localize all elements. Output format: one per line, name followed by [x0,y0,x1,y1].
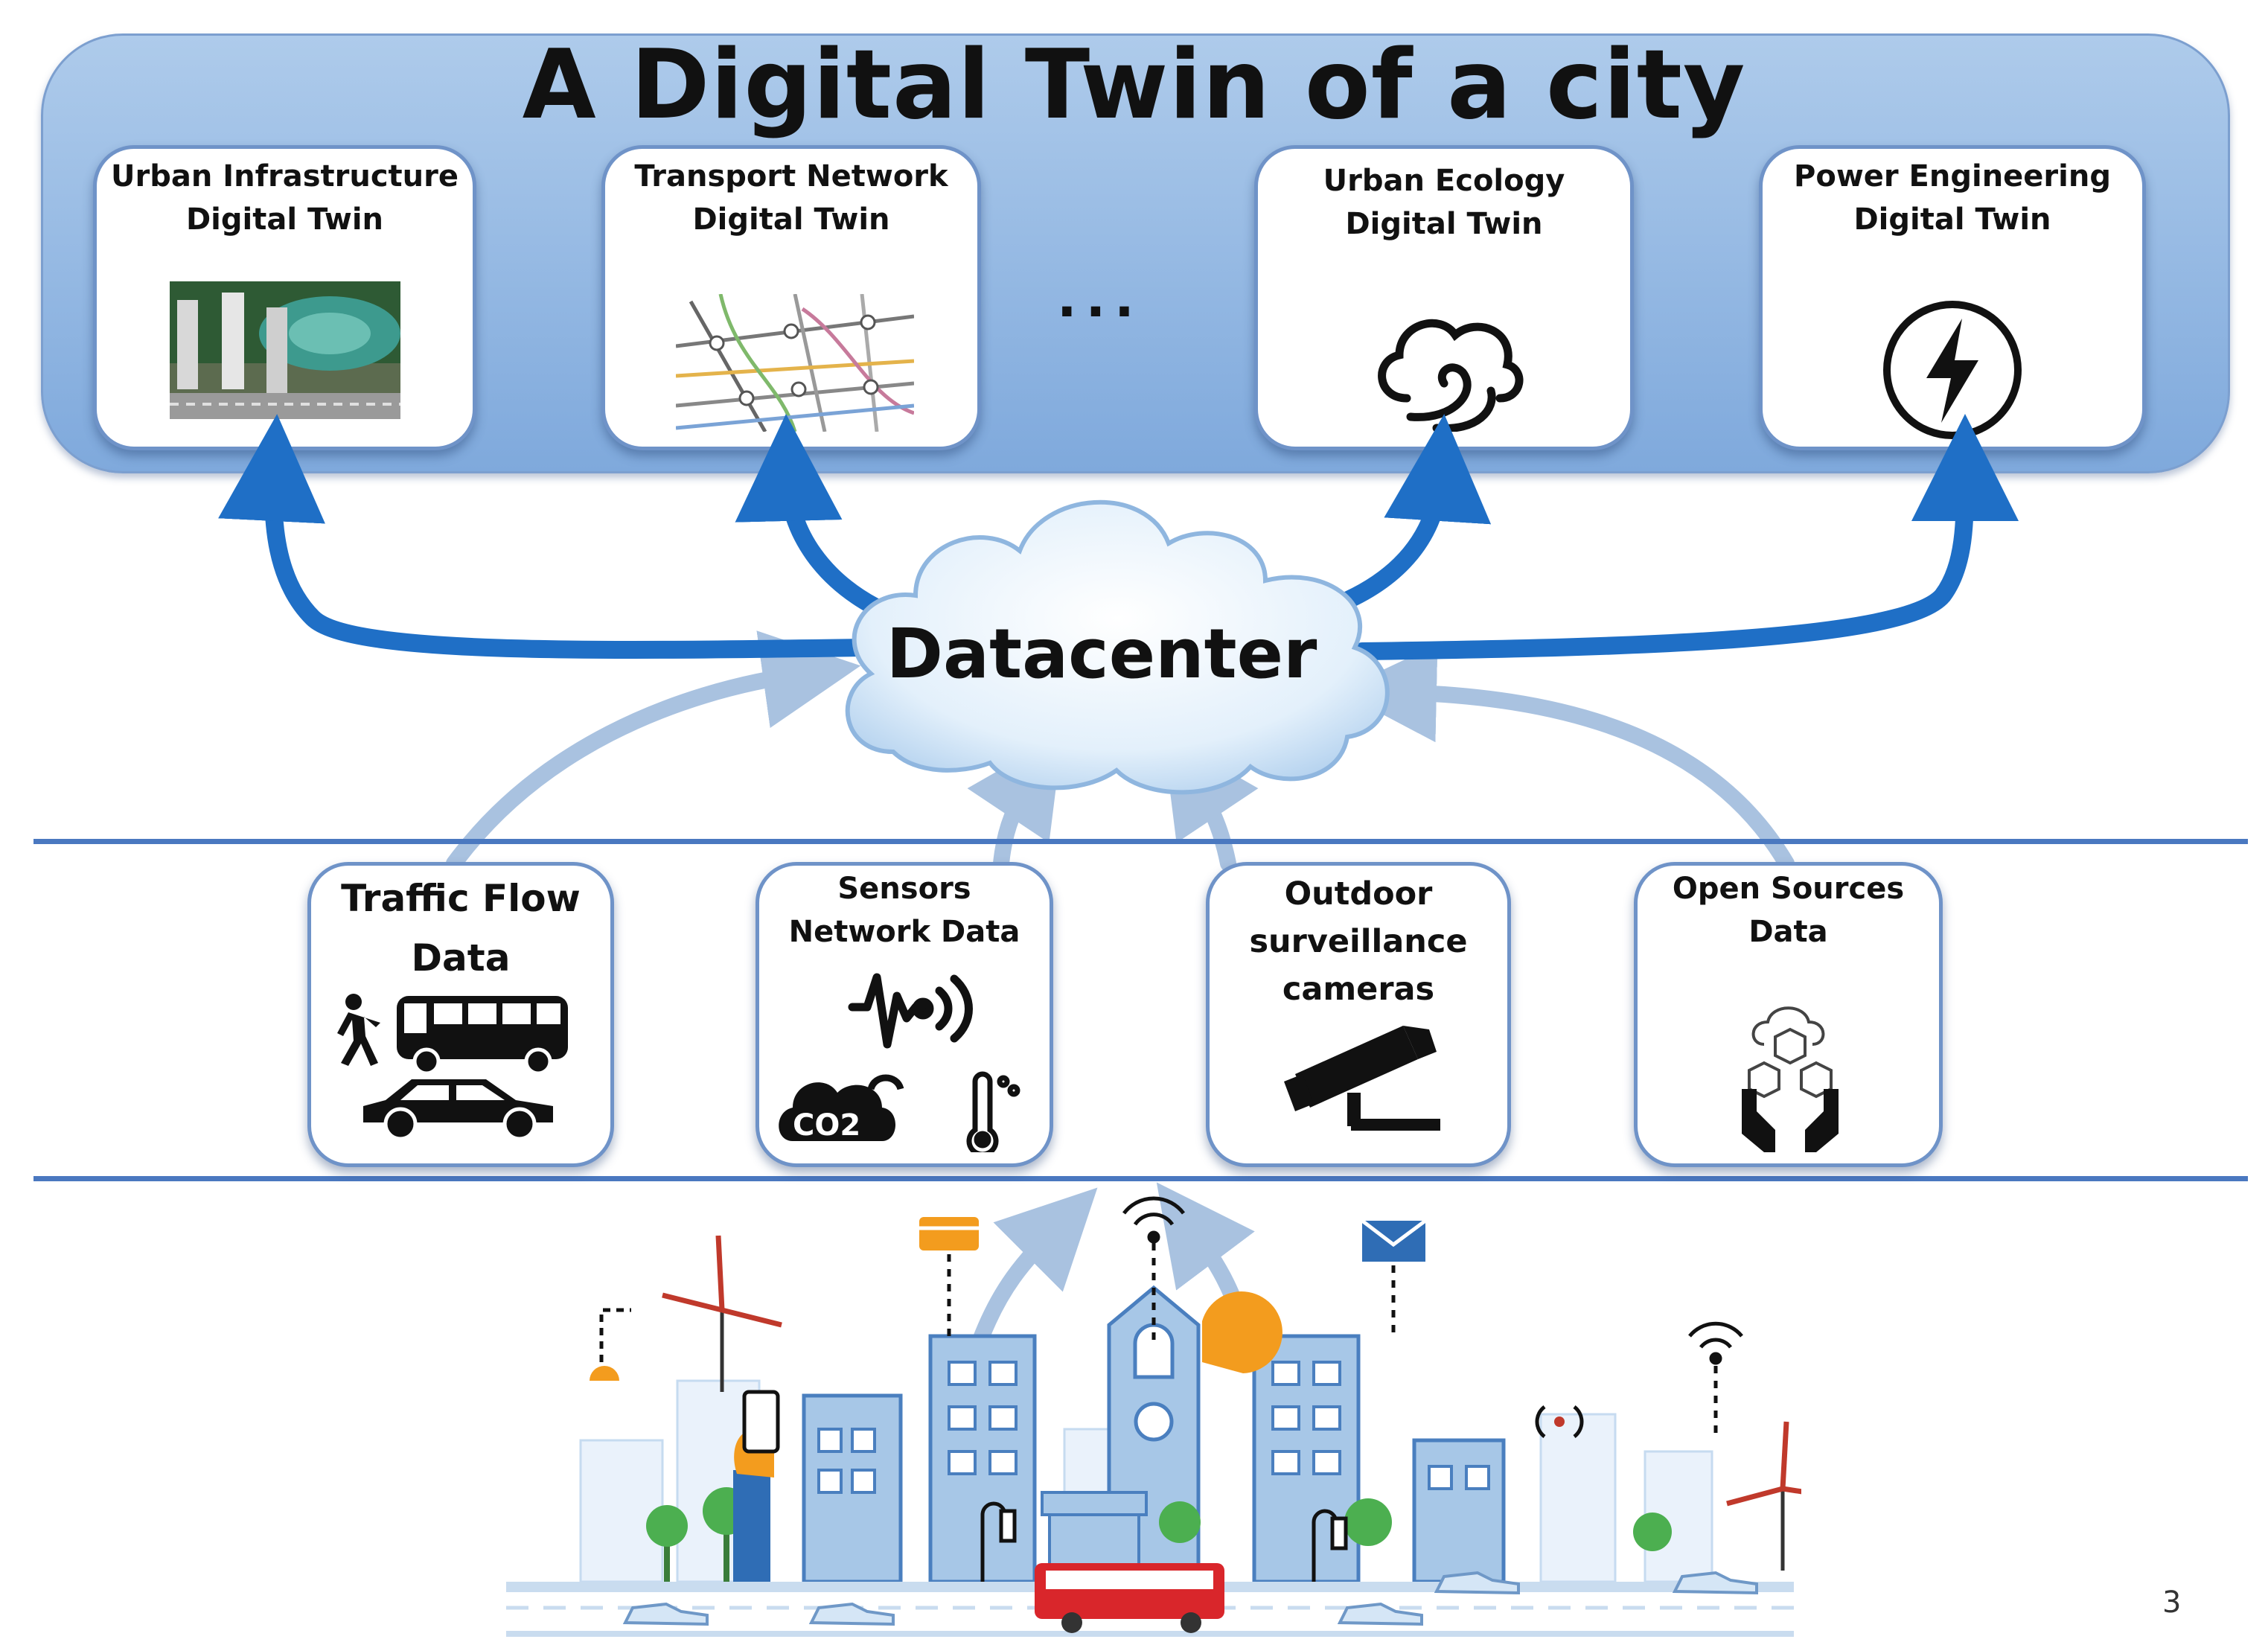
sun-icon [1202,1291,1282,1373]
urban-ecology-twin-box: Urban Ecology Digital Twin [1254,145,1634,450]
source-title: Traffic Flow Data [341,877,581,980]
traffic-flow-data-box: Traffic Flow Data [307,862,614,1167]
co2-label: CO2 [793,1108,860,1143]
mail-icon [1361,1218,1427,1336]
more-twins-ellipsis: ... [1057,268,1143,329]
building-windows [817,1361,1490,1494]
arrow-traffic-to-datacenter [446,630,861,872]
source-title: Sensors Network Data [788,872,1020,949]
upper-separator-line [33,839,2248,844]
trees [646,1487,1672,1585]
arrow-cameras-to-datacenter [1163,733,1259,872]
road-cars [622,1571,1758,1626]
credit-card-icon [919,1217,979,1336]
arrow-sensors-to-datacenter [967,733,1063,872]
arrow-open-sources-to-datacenter [1338,644,1795,872]
wifi-icons [1122,1196,1743,1440]
diagram-title: A Digital Twin of a city [522,30,1746,141]
signal-pulse-icon [848,973,973,1049]
red-bus-icon [1035,1563,1224,1633]
wind-turbine-icon-left [662,1235,782,1392]
twin-title: Urban Ecology Digital Twin [1323,164,1565,241]
smart-city-illustration [506,1196,1801,1637]
arrow-datacenter-to-transport [735,414,884,616]
surveillance-camera-icon [1284,1026,1440,1131]
traffic-lights [980,1501,1348,1585]
arrow-datacenter-to-power [1353,414,2019,660]
lower-separator-line [33,1176,2248,1181]
transport-network-twin-box: Transport Network Digital Twin [601,145,981,450]
traffic-icons [337,994,568,1141]
arrow-datacenter-to-infrastructure [218,414,872,659]
power-engineering-twin-box: Power Engineering Digital Twin [1759,145,2146,450]
source-title: Outdoor surveillance cameras [1249,875,1468,1008]
co2-cloud-icon: CO2 [779,1074,904,1143]
twin-title: Urban Infrastructure Digital Twin [110,159,459,237]
sensor-icons: CO2 [779,973,1020,1152]
car-icon [363,1079,553,1141]
page-number: 3 [2162,1585,2182,1620]
datacenter-cloud [845,499,1390,795]
hand-phone-icon [733,1390,780,1582]
shop-icon [1041,1491,1148,1583]
outdoor-surveillance-cameras-box: Outdoor surveillance cameras [1206,862,1511,1167]
transport-map-icon [676,294,914,432]
sensors-network-data-box: Sensors Network Data CO2 [756,862,1053,1167]
twin-title: Transport Network Digital Twin [634,159,948,237]
source-title: Open Sources Data [1672,872,1905,949]
twin-title: Power Engineering Digital Twin [1794,159,2111,237]
bus-icon [397,996,568,1076]
open-data-hands-icon [1742,1006,1839,1152]
wind-turbine-icon-right [1726,1421,1801,1571]
arrow-datacenter-to-ecology [1323,414,1492,616]
open-sources-data-box: Open Sources Data [1634,862,1943,1167]
datacenter-label: Datacenter [886,614,1317,694]
arrow-city-to-sources-left [967,1187,1098,1363]
pedestrian-icon [337,994,380,1066]
thermometer-icon [966,1071,1020,1152]
plug-icon [590,1308,631,1381]
